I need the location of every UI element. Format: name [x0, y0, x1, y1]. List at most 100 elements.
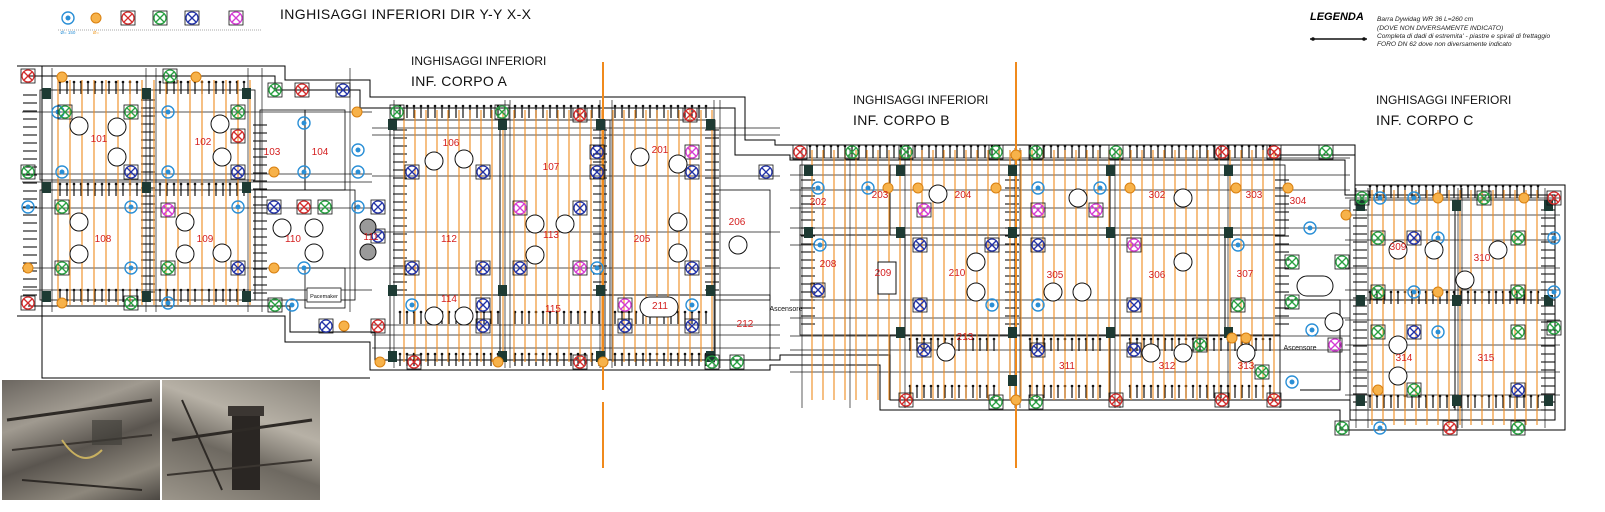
cross — [915, 240, 925, 250]
bar-nut — [114, 288, 118, 292]
blue-symbol — [1373, 421, 1387, 435]
column-block — [1008, 327, 1017, 338]
cross — [1129, 240, 1139, 250]
blue-symbol — [231, 200, 245, 214]
red-symbol — [682, 107, 698, 123]
blue-dot — [25, 204, 31, 210]
legend-bar-nut — [1362, 37, 1366, 41]
bar-nut — [1056, 337, 1060, 341]
bar-nut — [548, 352, 552, 356]
bar-nut — [158, 288, 162, 292]
square-frame — [572, 200, 588, 216]
orange-circle-icon — [351, 106, 363, 118]
navy-x-square-icon — [685, 165, 699, 179]
square-frame — [123, 295, 139, 311]
blue-dot — [1411, 289, 1417, 295]
cross — [795, 147, 805, 157]
magenta-symbol — [617, 297, 633, 313]
blue-circle-target-icon — [124, 200, 138, 214]
square-frame — [162, 68, 178, 84]
orange-symbol — [56, 297, 68, 309]
green-symbol — [1108, 144, 1124, 160]
drill-hole — [525, 245, 545, 265]
bar-nut — [627, 104, 631, 108]
green-symbol — [988, 144, 1004, 160]
column-block — [1544, 395, 1553, 406]
bar-nut — [65, 288, 69, 292]
blue-symbol — [1031, 298, 1045, 312]
bar-nut — [864, 144, 868, 148]
cross — [478, 321, 488, 331]
magenta-x-square-icon — [1127, 238, 1141, 252]
bar-nut — [114, 80, 118, 84]
green-x-square-icon — [1285, 255, 1299, 269]
bar-nut — [1368, 394, 1372, 398]
column-block — [1452, 395, 1461, 406]
cross — [1031, 147, 1041, 157]
cross — [1479, 193, 1489, 203]
column-block — [1356, 295, 1365, 306]
cross — [1287, 257, 1297, 267]
green-symbol — [54, 199, 70, 215]
bar-nut — [613, 310, 617, 314]
bar-nut — [405, 310, 409, 314]
cross — [270, 85, 280, 95]
bar-nut — [1049, 144, 1053, 148]
orange-symbol — [1124, 182, 1136, 194]
blue-dot — [865, 185, 871, 191]
square-frame — [404, 260, 420, 276]
orange-circle-icon — [1010, 149, 1022, 161]
cross — [1337, 257, 1347, 267]
room-number: 311 — [1059, 361, 1075, 372]
orange-symbol — [1010, 394, 1022, 406]
square-frame — [296, 199, 312, 215]
drill-hole — [304, 243, 324, 263]
bar-nut — [950, 337, 954, 341]
navy-x-square-icon — [1127, 343, 1141, 357]
red-symbol — [230, 128, 246, 144]
green-symbol — [230, 104, 246, 120]
green-x-square-icon — [1511, 231, 1525, 245]
green-x-square-icon — [495, 105, 509, 119]
bar-nut — [1056, 384, 1060, 388]
blue-dot — [1377, 425, 1383, 431]
blue-dot — [594, 265, 600, 271]
square-frame — [684, 260, 700, 276]
bar-nut — [1212, 337, 1216, 341]
column-block — [1008, 227, 1017, 238]
navy-x-square-icon — [476, 165, 490, 179]
blue-circle-target-icon — [161, 296, 175, 310]
cross — [1111, 395, 1121, 405]
legend-line: Barra Dywidag WR 36 L=260 cm — [1377, 16, 1474, 23]
blue-dot — [301, 169, 307, 175]
bar-nut — [962, 144, 966, 148]
orange-symbol — [1240, 332, 1252, 344]
blue-circle-target-icon — [685, 298, 699, 312]
column-block — [596, 351, 605, 362]
square-frame — [370, 318, 386, 334]
bar-nut — [207, 288, 211, 292]
blue-circle-target-icon — [861, 181, 875, 195]
cross — [575, 203, 585, 213]
square-frame — [1510, 230, 1526, 246]
column-block — [596, 285, 605, 296]
bar-nut — [1480, 184, 1484, 188]
drill-hole — [175, 244, 195, 264]
green-x-square-icon — [268, 83, 282, 97]
room-number: 211 — [652, 301, 668, 312]
blue-symbol — [1093, 181, 1107, 195]
orange-circle-icon — [1282, 182, 1294, 194]
blue-dot — [989, 302, 995, 308]
blue-circle-target-icon — [1431, 325, 1445, 339]
blue-dot — [355, 169, 361, 175]
building-outline — [17, 65, 1566, 431]
blue-circle-target-icon — [1303, 221, 1317, 235]
magenta-symbol — [572, 260, 588, 276]
navy-symbol — [318, 318, 334, 334]
cross — [1269, 147, 1279, 157]
square-frame — [572, 354, 588, 370]
room-number: 205 — [634, 234, 651, 245]
bar-nut — [72, 80, 76, 84]
cross — [515, 263, 525, 273]
navy-x-square-icon — [1031, 343, 1045, 357]
